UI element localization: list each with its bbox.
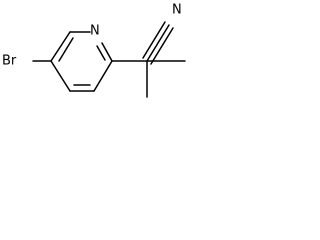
bond-c6-c5-inner (58, 37, 74, 62)
bromine-label: Br (2, 54, 17, 69)
bond-c6-c5-outer (50, 31, 71, 62)
ring-nitrogen-label: N (90, 24, 100, 39)
bond-c2-n1 (101, 42, 113, 62)
molecule-structure: Br N N (2, 3, 186, 98)
bond-c3-c2 (93, 60, 113, 92)
nitrile-nitrogen-label: N (172, 3, 182, 18)
bond-c5-c4 (50, 60, 71, 92)
bond-n1-c2-inner (96, 45, 106, 61)
pyridine-ring (50, 31, 113, 92)
nitrile-triple-bond (142, 21, 174, 65)
